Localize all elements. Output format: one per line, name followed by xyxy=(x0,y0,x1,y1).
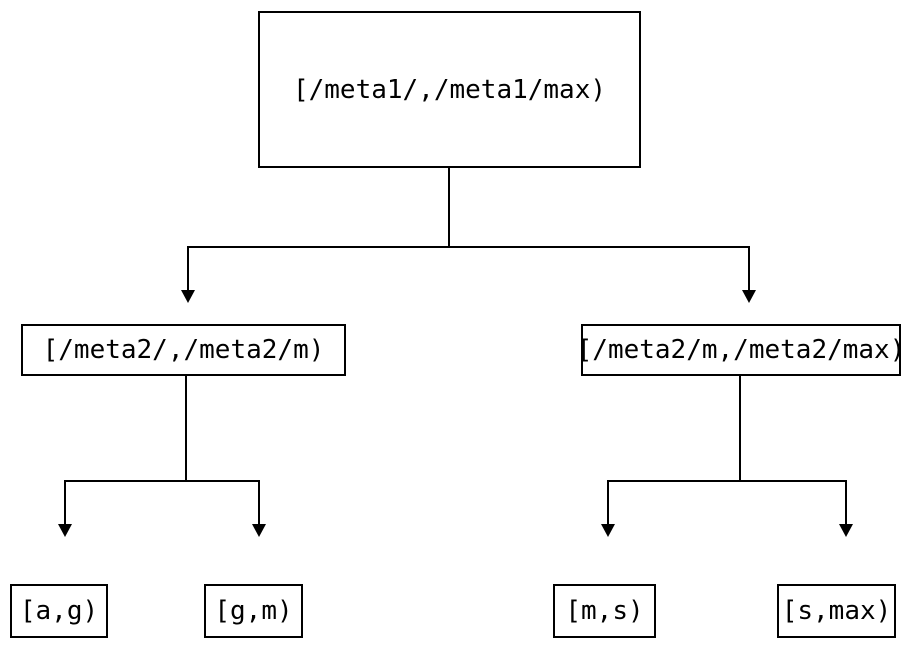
tree-node-leaf-4[interactable]: [s,max) xyxy=(777,584,896,638)
arrowhead-down-icon-leaf-1 xyxy=(58,524,72,537)
edge-root-bar xyxy=(187,246,750,248)
edge-mid-left-bar xyxy=(64,480,260,482)
tree-node-leaf-3-label: [m,s) xyxy=(565,596,644,626)
tree-node-leaf-4-label: [s,max) xyxy=(781,596,892,626)
tree-node-root[interactable]: [/meta1/,/meta1/max) xyxy=(258,11,641,168)
tree-node-root-label: [/meta1/,/meta1/max) xyxy=(292,74,607,105)
edge-mid-right-stem xyxy=(739,376,741,481)
tree-node-mid-left[interactable]: [/meta2/,/meta2/m) xyxy=(21,324,346,376)
tree-node-mid-left-label: [/meta2/,/meta2/m) xyxy=(42,335,325,365)
edge-mid-left-to-leaf-1 xyxy=(64,480,66,524)
edge-root-stem xyxy=(448,168,450,247)
arrowhead-down-icon-leaf-3 xyxy=(601,524,615,537)
tree-node-mid-right-label: [/meta2/m,/meta2/max) xyxy=(576,335,906,365)
edge-root-to-mid-left xyxy=(187,246,189,290)
arrowhead-down-icon-mid-right xyxy=(742,290,756,303)
arrowhead-down-icon-leaf-4 xyxy=(839,524,853,537)
edge-mid-right-bar xyxy=(607,480,847,482)
tree-node-leaf-1-label: [a,g) xyxy=(19,596,99,626)
tree-node-leaf-3[interactable]: [m,s) xyxy=(553,584,656,638)
tree-node-leaf-1[interactable]: [a,g) xyxy=(10,584,108,638)
edge-mid-left-stem xyxy=(185,376,187,481)
edge-mid-right-to-leaf-4 xyxy=(845,480,847,524)
edge-root-to-mid-right xyxy=(748,246,750,290)
edge-mid-right-to-leaf-3 xyxy=(607,480,609,524)
tree-node-mid-right[interactable]: [/meta2/m,/meta2/max) xyxy=(577,324,905,376)
tree-node-leaf-2[interactable]: [g,m) xyxy=(204,584,303,638)
edge-mid-left-to-leaf-2 xyxy=(258,480,260,524)
arrowhead-down-icon-mid-left xyxy=(181,290,195,303)
arrowhead-down-icon-leaf-2 xyxy=(252,524,266,537)
tree-node-leaf-2-label: [g,m) xyxy=(214,596,293,626)
